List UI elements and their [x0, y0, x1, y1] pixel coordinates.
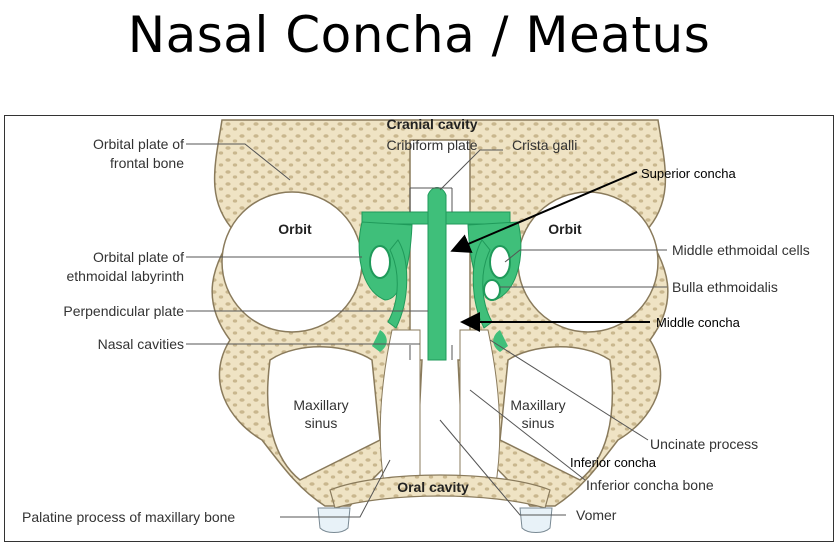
tooth-left: [317, 507, 351, 533]
label-maxillary-sinus-right-line1: Maxillary: [510, 397, 565, 413]
palate: [329, 474, 551, 509]
maxillary-sinus-left-cavity: [266, 346, 381, 481]
label-orbit-left: Orbit: [278, 221, 312, 237]
label-perpendicular-plate: Perpendicular plate: [63, 303, 184, 319]
label-cranial-cavity: Cranial cavity: [386, 116, 477, 132]
label-orbital-plate-frontal-line1: Orbital plate of: [93, 136, 184, 152]
annotation-inferior-concha: Inferior concha: [570, 455, 657, 470]
label-crista-galli: Crista galli: [512, 137, 577, 153]
label-maxillary-sinus-right-line2: sinus: [522, 415, 555, 431]
label-oral-cavity: Oral cavity: [397, 479, 469, 495]
label-palatine-process: Palatine process of maxillary bone: [22, 509, 235, 525]
label-orbital-plate-ethmoid-line2: ethmoidal labyrinth: [66, 268, 184, 284]
label-uncinate-process: Uncinate process: [650, 436, 758, 452]
tooth-right: [519, 507, 553, 533]
label-inferior-concha-bone: Inferior concha bone: [586, 477, 714, 493]
annotation-superior-concha: Superior concha: [641, 166, 736, 181]
label-maxillary-sinus-left-line2: sinus: [305, 415, 338, 431]
label-middle-ethmoidal-cells: Middle ethmoidal cells: [672, 242, 810, 258]
label-vomer: Vomer: [576, 507, 617, 523]
label-orbital-plate-frontal-line2: frontal bone: [110, 155, 184, 171]
slide-title: Nasal Concha / Meatus: [127, 6, 711, 64]
label-nasal-cavities: Nasal cavities: [98, 336, 184, 352]
label-orbital-plate-ethmoid-line1: Orbital plate of: [93, 249, 184, 265]
label-maxillary-sinus-left-line1: Maxillary: [293, 397, 348, 413]
ethmoid-bone: [358, 187, 522, 361]
annotation-middle-concha: Middle concha: [656, 315, 741, 330]
label-cribiform-plate: Cribiform plate: [386, 137, 477, 153]
label-bulla-ethmoidalis: Bulla ethmoidalis: [672, 279, 778, 295]
label-orbit-right: Orbit: [548, 221, 582, 237]
maxillary-sinus-right-cavity: [499, 346, 614, 481]
